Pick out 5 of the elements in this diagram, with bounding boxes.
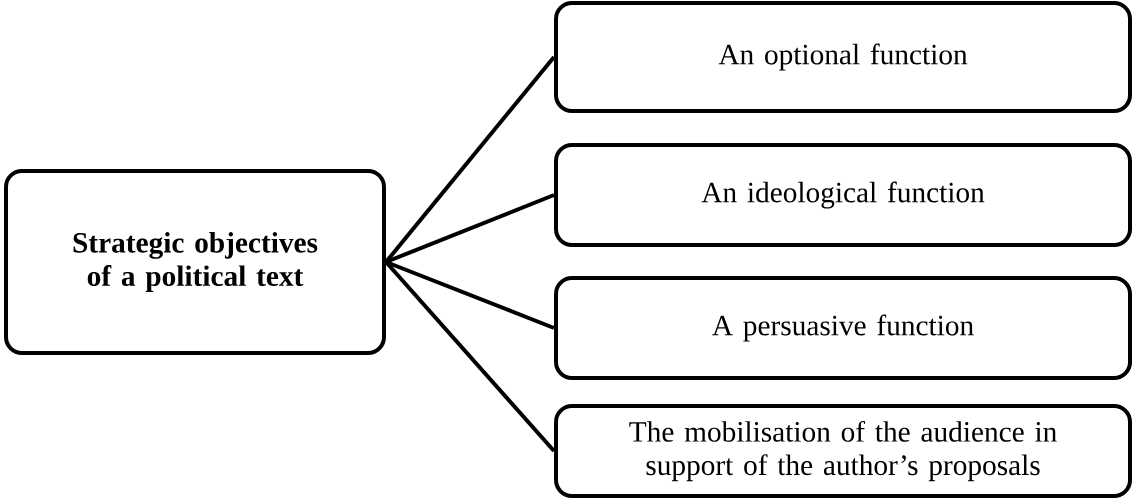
function-box: The mobilisation of the audience in support of the author’s proposals — [554, 404, 1132, 498]
function-box: An ideological function — [554, 143, 1132, 247]
function-box: A persuasive function — [554, 276, 1132, 380]
topic-box: Strategic objectives of a political text — [4, 169, 386, 355]
function-box: An optional function — [554, 1, 1132, 113]
